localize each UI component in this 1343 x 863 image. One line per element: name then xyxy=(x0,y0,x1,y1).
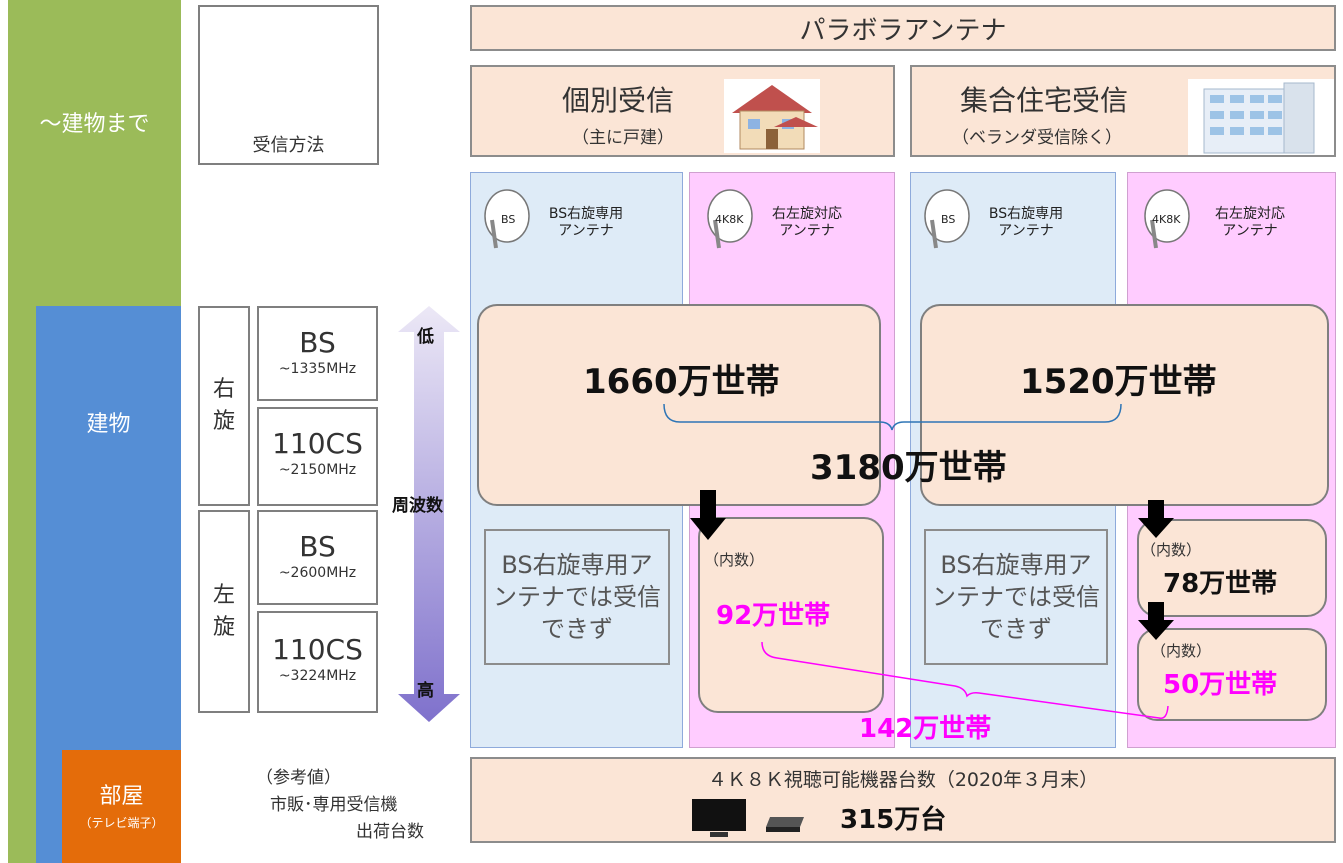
frequency-low-label: 低 xyxy=(417,327,434,347)
antenna-label-line1: 右左旋対応 xyxy=(1215,206,1285,222)
band-frequency: ~1335MHz xyxy=(278,361,357,377)
device-count-title: ４Ｋ８Ｋ視聴可能機器台数（2020年３月末） xyxy=(707,769,1099,791)
collective-4k8k-value: 78万世帯 xyxy=(1163,569,1278,599)
reference-line3: 出荷台数 xyxy=(356,822,424,842)
dish-antenna-icon xyxy=(707,189,753,249)
grand-total-value: 3180万世帯 xyxy=(810,448,1007,488)
collective-4k8k-box: （内数） 78万世帯 xyxy=(1137,519,1327,617)
antenna-header: パラボラアンテナ xyxy=(470,5,1336,51)
band-name: BS xyxy=(299,326,336,359)
not-receivable-text: BS右旋専用アンテナでは受信できず xyxy=(932,551,1100,643)
band-box-110cs-right: 110CS ~2150MHz xyxy=(257,407,378,506)
collective-header: 集合住宅受信 （ベランダ受信除く） xyxy=(910,65,1336,157)
device-count-value: 315万台 xyxy=(840,805,947,835)
collective-subtitle: （ベランダ受信除く） xyxy=(952,128,1122,148)
individual-households-value: 1660万世帯 xyxy=(583,362,780,402)
individual-4k8k-box: （内数） 92万世帯 xyxy=(698,517,884,713)
rotation-left-char2: 旋 xyxy=(212,614,235,640)
individual-title: 個別受信 xyxy=(562,84,675,117)
band-room: 部屋 （テレビ端子） xyxy=(62,750,181,863)
down-arrow-icon xyxy=(1138,500,1174,538)
band-frequency: ~2600MHz xyxy=(278,565,357,581)
rotation-left-box: 左 旋 xyxy=(198,510,250,713)
reference-note: （参考値） 市販･専用受信機 出荷台数 xyxy=(250,765,450,846)
dish-antenna-icon xyxy=(1144,189,1190,249)
reference-line2: 市販･専用受信機 xyxy=(270,795,398,815)
dish-antenna-icon xyxy=(924,189,970,249)
rotation-left-char1: 左 xyxy=(212,582,235,608)
individual-households-box: 1660万世帯 xyxy=(477,304,881,506)
collective-4k8k-room-value: 50万世帯 xyxy=(1163,670,1278,700)
antenna-item-4: 4K8K 右左旋対応 アンテナ xyxy=(1140,186,1334,256)
band-building-label: 建物 xyxy=(86,412,131,437)
antenna-badge: BS xyxy=(941,213,956,226)
rotation-right-char1: 右 xyxy=(212,377,235,402)
not-receivable-box-collective: BS右旋専用アンテナでは受信できず xyxy=(924,529,1108,665)
antenna-header-label: パラボラアンテナ xyxy=(799,15,1007,46)
apartment-icon xyxy=(1188,79,1334,155)
set-top-box-icon xyxy=(766,817,804,832)
antenna-label-line1: BS右旋専用 xyxy=(988,206,1064,222)
inner-count-label: （内数） xyxy=(1151,642,1212,660)
antenna-badge: 4K8K xyxy=(715,213,744,226)
band-name: 110CS xyxy=(272,427,363,460)
collective-title: 集合住宅受信 xyxy=(960,84,1129,117)
frequency-label: 周波数 xyxy=(392,496,443,516)
down-arrow-icon xyxy=(690,490,726,540)
antenna-item-2: 4K8K 右左旋対応 アンテナ xyxy=(703,186,893,256)
band-name: 110CS xyxy=(272,633,363,666)
antenna-label-line2: アンテナ xyxy=(558,223,614,239)
reception-method-label: 受信方法 xyxy=(252,135,325,156)
band-name: BS xyxy=(299,530,336,563)
antenna-item-1: BS BS右旋専用 アンテナ xyxy=(480,186,680,256)
antenna-label-line1: BS右旋専用 xyxy=(548,206,624,222)
band-box-bs-right: BS ~1335MHz xyxy=(257,306,378,401)
dish-antenna-icon xyxy=(484,189,530,249)
antenna-badge: BS xyxy=(501,213,516,226)
band-room-sublabel: （テレビ端子） xyxy=(79,816,164,830)
tv-icon xyxy=(692,799,746,837)
total-bracket xyxy=(663,403,1122,431)
band-to-building-label: ～建物まで xyxy=(39,112,150,137)
antenna-label-line1: 右左旋対応 xyxy=(772,206,842,222)
antenna-item-3: BS BS右旋専用 アンテナ xyxy=(920,186,1110,256)
band-box-bs-left: BS ~2600MHz xyxy=(257,510,378,605)
frequency-high-label: 高 xyxy=(417,681,434,701)
antenna-label-line2: アンテナ xyxy=(998,223,1054,239)
down-arrow-icon xyxy=(1138,602,1174,640)
antenna-label-line2: アンテナ xyxy=(1222,223,1278,239)
rotation-right-char2: 旋 xyxy=(212,409,235,434)
reception-method-box: 受信方法 xyxy=(198,5,379,165)
device-count-box: ４Ｋ８Ｋ視聴可能機器台数（2020年３月末） 315万台 xyxy=(470,757,1336,843)
band-frequency: ~2150MHz xyxy=(278,462,357,478)
band-frequency: ~3224MHz xyxy=(278,668,357,684)
not-receivable-box-individual: BS右旋専用アンテナでは受信できず xyxy=(484,529,670,665)
collective-households-value: 1520万世帯 xyxy=(1020,362,1217,402)
antenna-label-line2: アンテナ xyxy=(779,223,835,239)
collective-4k8k-room-box: （内数） 50万世帯 xyxy=(1137,628,1327,721)
band-box-110cs-left: 110CS ~3224MHz xyxy=(257,611,378,713)
band-room-label: 部屋 xyxy=(99,784,144,809)
reference-line1: （参考値） xyxy=(256,768,341,788)
not-receivable-text: BS右旋専用アンテナでは受信できず xyxy=(493,551,661,643)
individual-header: 個別受信 （主に戸建） xyxy=(470,65,895,157)
frequency-arrow xyxy=(398,306,460,722)
house-icon xyxy=(724,79,820,153)
inner-count-label: （内数） xyxy=(1141,541,1202,559)
sum-4k8k-value: 142万世帯 xyxy=(859,714,992,744)
antenna-badge: 4K8K xyxy=(1152,213,1181,226)
sum-bracket xyxy=(761,641,1169,719)
collective-households-box: 1520万世帯 xyxy=(920,304,1329,506)
individual-4k8k-value: 92万世帯 xyxy=(716,601,831,631)
individual-subtitle: （主に戸建） xyxy=(572,128,674,148)
inner-count-label: （内数） xyxy=(704,551,765,569)
rotation-right-box: 右 旋 xyxy=(198,306,250,506)
